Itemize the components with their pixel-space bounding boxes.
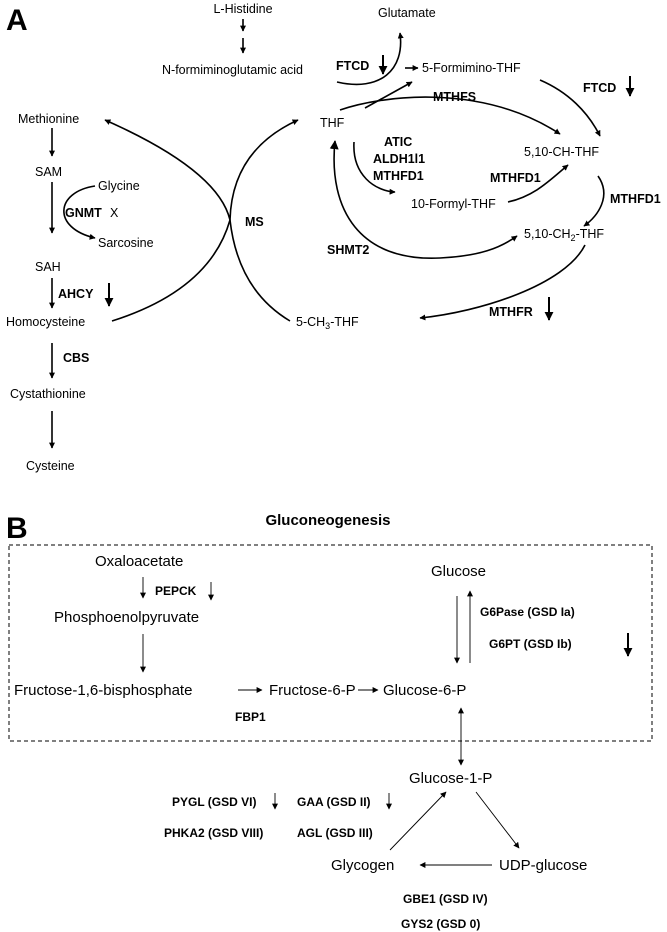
enzyme-atic: ATIC: [384, 135, 412, 149]
enzyme-pepck: PEPCK: [155, 584, 197, 598]
arrow-thf-methylene-shmt2: [329, 140, 518, 259]
enzyme-mthfd1-a: MTHFD1: [373, 169, 424, 183]
metabolite-phosphoenolpyruvate: Phosphoenolpyruvate: [54, 609, 199, 626]
metabolite-10-formyl-thf: 10-Formyl-THF: [411, 197, 496, 211]
ms-curve-left: [104, 119, 231, 322]
arrow-thf-to-methenyl: [339, 96, 561, 135]
metabolite-cysteine: Cysteine: [26, 459, 75, 473]
enzyme-gnmt: GNMT: [65, 206, 102, 220]
metabolite-glycine: Glycine: [98, 179, 140, 193]
metabolite-cystathionine: Cystathionine: [10, 387, 86, 401]
enzyme-ftcd-2: FTCD: [583, 81, 616, 95]
metabolite-5-formimino-thf: 5-Formimino-THF: [422, 61, 521, 75]
enzyme-gys2: GYS2 (GSD 0): [401, 917, 480, 931]
metabolite-5-ch3-thf: 5-CH3-THF: [296, 315, 359, 331]
metabolite-5-10-ch-thf: 5,10-CH-THF: [524, 145, 599, 159]
metabolite-glucose-1-p: Glucose-1-P: [409, 770, 492, 787]
enzyme-shmt2: SHMT2: [327, 243, 369, 257]
metabolite-glutamate: Glutamate: [378, 6, 436, 20]
metabolite-formiminoglutamic-acid: N-formiminoglutamic acid: [162, 63, 303, 77]
metabolite-methionine: Methionine: [18, 112, 79, 126]
metabolite-sah: SAH: [35, 260, 61, 274]
enzyme-agl: AGL (GSD III): [297, 826, 373, 840]
enzyme-mthfd1-c: MTHFD1: [610, 192, 661, 206]
metabolite-thf: THF: [320, 116, 345, 130]
panel-b-label: B: [6, 512, 28, 545]
arrow-to-glutamate: [336, 32, 404, 86]
enzyme-gaa: GAA (GSD II): [297, 795, 371, 809]
enzyme-ahcy: AHCY: [58, 287, 94, 301]
metabolite-homocysteine: Homocysteine: [6, 315, 85, 329]
metabolite-udp-glucose: UDP-glucose: [499, 857, 587, 874]
metabolite-fructose-6-p: Fructose-6-P: [269, 682, 356, 699]
enzyme-pygl: PYGL (GSD VI): [172, 795, 256, 809]
metabolite-5-10-ch2-thf: 5,10-CH2-THF: [524, 227, 604, 243]
enzyme-fbp1: FBP1: [235, 710, 266, 724]
arrow-methylene-to-methyl: [419, 244, 586, 321]
metabolite-glucose: Glucose: [431, 563, 486, 580]
arrow-glycine-to-sarcosine: [63, 185, 96, 240]
metabolite-glucose-6-p: Glucose-6-P: [383, 682, 466, 699]
panel-a-label: A: [6, 4, 28, 37]
metabolite-oxaloacetate: Oxaloacetate: [95, 553, 183, 570]
arrow-glycogen-to-g1p: [389, 791, 447, 851]
metabolite-glycogen: Glycogen: [331, 857, 394, 874]
enzyme-ms: MS: [245, 215, 264, 229]
gnmt-deficiency-mark: X: [110, 206, 119, 220]
enzyme-ftcd-1: FTCD: [336, 59, 369, 73]
arrow-methenyl-to-methylene: [583, 175, 605, 227]
arrow-thf-to-formimino: [364, 81, 413, 109]
enzyme-g6pase: G6Pase (GSD Ia): [480, 605, 575, 619]
metabolite-sarcosine: Sarcosine: [98, 236, 154, 250]
ms-curve-right: [229, 119, 299, 322]
metabolite-l-histidine: L-Histidine: [213, 2, 272, 16]
enzyme-mthfr: MTHFR: [489, 305, 533, 319]
gluconeogenesis-title: Gluconeogenesis: [265, 512, 390, 529]
arrow-formimino-to-methenyl: [539, 79, 601, 137]
enzyme-cbs: CBS: [63, 351, 89, 365]
metabolite-sam: SAM: [35, 165, 62, 179]
arrow-thf-to-formyl-thf: [353, 141, 396, 195]
enzyme-mthfd1-b: MTHFD1: [490, 171, 541, 185]
enzyme-g6pt: G6PT (GSD Ib): [489, 637, 572, 651]
enzyme-phka2: PHKA2 (GSD VIII): [164, 826, 263, 840]
arrow-g1p-to-udp-glucose: [475, 791, 520, 849]
metabolite-fructose-1-6-bisphosphate: Fructose-1,6-bisphosphate: [14, 682, 192, 699]
enzyme-aldh1l1: ALDH1l1: [373, 152, 425, 166]
enzyme-gbe1: GBE1 (GSD IV): [403, 892, 488, 906]
